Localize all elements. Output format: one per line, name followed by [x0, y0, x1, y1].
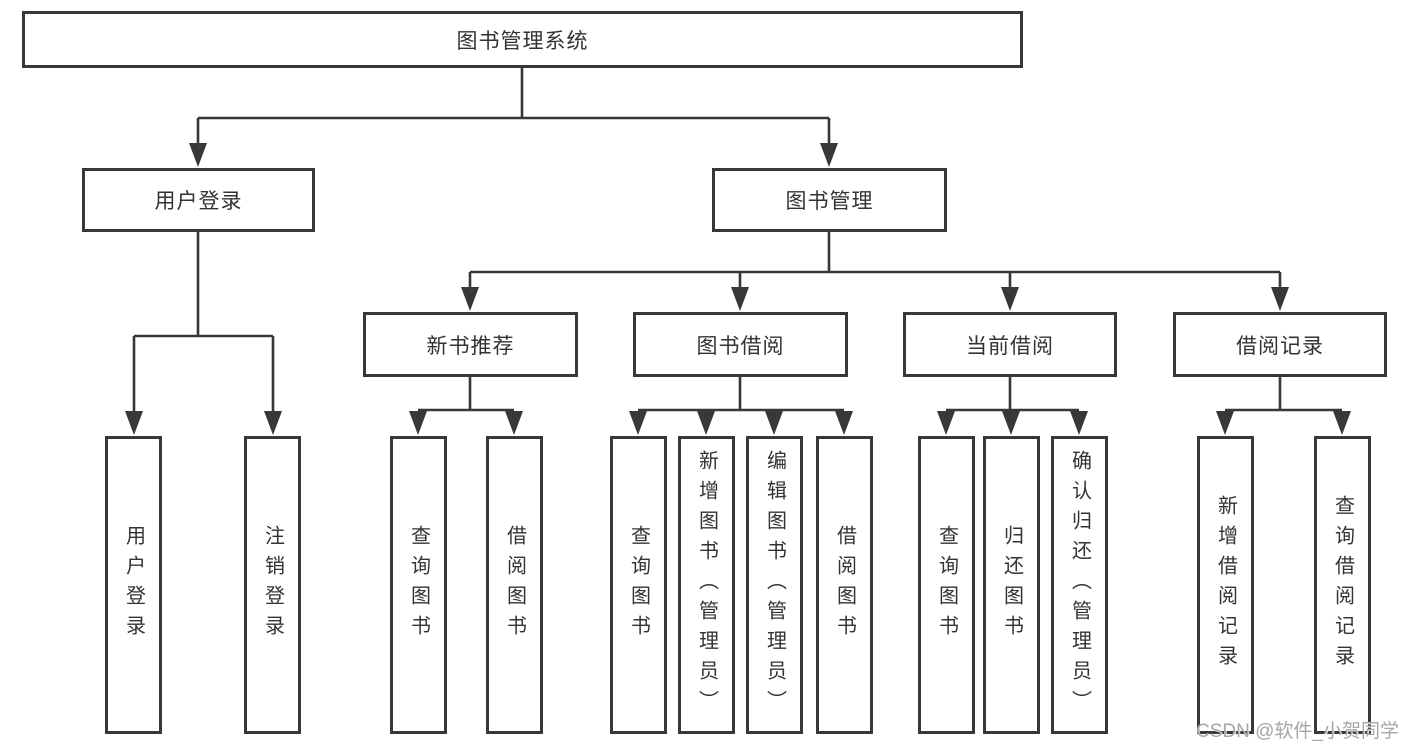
leaf-current-return-book-label: 归还图书: [1000, 525, 1023, 645]
leaf-current-confirm-return-admin: 确认归还（管理员）: [1051, 436, 1108, 734]
leaf-newrec-borrow-book: 借阅图书: [486, 436, 543, 734]
node-book-borrow: 图书借阅: [633, 312, 848, 377]
arrowheads: [125, 143, 1351, 435]
leaf-user-login-label: 用户登录: [122, 525, 145, 645]
leaf-borrow-borrow-book: 借阅图书: [816, 436, 873, 734]
leaf-borrow-edit-book-admin: 编辑图书（管理员）: [746, 436, 803, 734]
leaf-borrow-query-book-label: 查询图书: [627, 525, 650, 645]
leaf-logout-label: 注销登录: [261, 525, 284, 645]
leaf-newrec-query-book: 查询图书: [390, 436, 447, 734]
leaf-borrow-add-book-admin-label: 新增图书（管理员）: [695, 450, 718, 720]
leaf-newrec-borrow-book-label: 借阅图书: [503, 525, 526, 645]
leaf-logout: 注销登录: [244, 436, 301, 734]
leaf-user-login: 用户登录: [105, 436, 162, 734]
node-user-login: 用户登录: [82, 168, 315, 232]
leaf-current-query-book-label: 查询图书: [935, 525, 958, 645]
leaf-current-query-book: 查询图书: [918, 436, 975, 734]
leaf-record-add-record-label: 新增借阅记录: [1214, 495, 1237, 675]
leaf-record-query-record: 查询借阅记录: [1314, 436, 1371, 734]
leaf-record-query-record-label: 查询借阅记录: [1331, 495, 1354, 675]
leaf-current-confirm-return-admin-label: 确认归还（管理员）: [1068, 450, 1091, 720]
leaf-borrow-add-book-admin: 新增图书（管理员）: [678, 436, 735, 734]
leaf-record-add-record: 新增借阅记录: [1197, 436, 1254, 734]
node-book-management: 图书管理: [712, 168, 947, 232]
node-borrow-record: 借阅记录: [1173, 312, 1387, 377]
node-root: 图书管理系统: [22, 11, 1023, 68]
node-current-borrow: 当前借阅: [903, 312, 1117, 377]
leaf-current-return-book: 归还图书: [983, 436, 1040, 734]
leaf-borrow-query-book: 查询图书: [610, 436, 667, 734]
node-new-book-recommend: 新书推荐: [363, 312, 578, 377]
leaf-borrow-edit-book-admin-label: 编辑图书（管理员）: [763, 450, 786, 720]
leaf-borrow-borrow-book-label: 借阅图书: [833, 525, 856, 645]
leaf-newrec-query-book-label: 查询图书: [407, 525, 430, 645]
